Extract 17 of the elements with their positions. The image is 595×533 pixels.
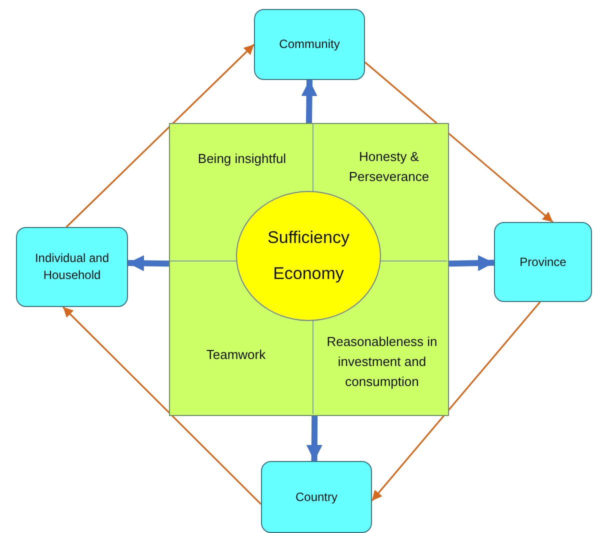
location-box: Province — [494, 222, 592, 302]
quadrant-text: Honesty & Perseverance — [330, 144, 448, 190]
location-box: Country — [261, 461, 372, 533]
location-box: Community — [254, 9, 365, 80]
block-arrow — [306, 416, 322, 462]
quadrant-text: Reasonableness in investment and consumption — [320, 320, 444, 404]
arrow — [364, 62, 554, 223]
location-box: Individual and Household — [16, 227, 128, 307]
quadrant-text: Being insightful — [182, 146, 302, 172]
arrow — [371, 301, 541, 502]
arrow — [62, 306, 262, 505]
block-arrow — [301, 80, 318, 124]
block-arrow — [128, 255, 170, 272]
block-arrow — [448, 255, 494, 272]
center-circle: Sufficiency Economy — [236, 191, 381, 321]
quadrant-text: Teamwork — [190, 342, 282, 368]
arrow — [66, 44, 255, 228]
